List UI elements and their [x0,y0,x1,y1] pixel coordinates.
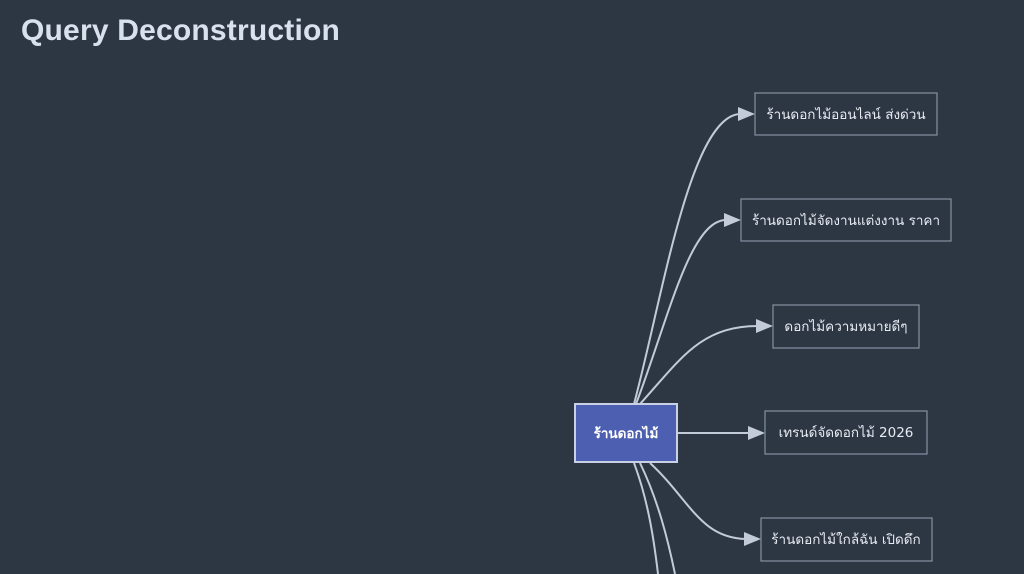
child-node-5-label: ร้านดอกไม้ใกล้ฉัน เปิดดึก [771,531,920,548]
page-title: Query Deconstruction [21,14,341,47]
child-node-2[interactable]: ร้านดอกไม้จัดงานแต่งงาน ราคา [740,198,952,242]
root-node-label: ร้านดอกไม้ [594,425,659,442]
arrowhead-4 [748,426,765,440]
edge-offscreen-1 [633,462,659,574]
arrowhead-5 [744,532,761,546]
edge-to-child-5 [649,462,747,540]
arrowhead-2 [724,213,741,227]
arrowhead-1 [738,107,755,121]
child-node-1-label: ร้านดอกไม้ออนไลน์ ส่งด่วน [766,106,925,123]
edge-to-child-3 [639,325,759,405]
root-node[interactable]: ร้านดอกไม้ [574,403,678,463]
child-node-3[interactable]: ดอกไม้ความหมายดีๆ [772,304,920,349]
arrowheads [724,107,773,546]
child-node-4[interactable]: เทรนด์จัดดอกไม้ 2026 [764,410,928,455]
edges [633,113,759,574]
child-node-4-label: เทรนด์จัดดอกไม้ 2026 [779,424,914,441]
child-node-5[interactable]: ร้านดอกไม้ใกล้ฉัน เปิดดึก [760,517,933,562]
child-node-1[interactable]: ร้านดอกไม้ออนไลน์ ส่งด่วน [754,92,938,136]
edge-offscreen-2 [639,462,676,574]
child-node-3-label: ดอกไม้ความหมายดีๆ [784,319,907,335]
arrowhead-3 [756,319,773,333]
edge-to-child-2 [635,219,727,405]
child-node-2-label: ร้านดอกไม้จัดงานแต่งงาน ราคา [752,213,940,229]
edge-to-child-1 [633,113,741,405]
